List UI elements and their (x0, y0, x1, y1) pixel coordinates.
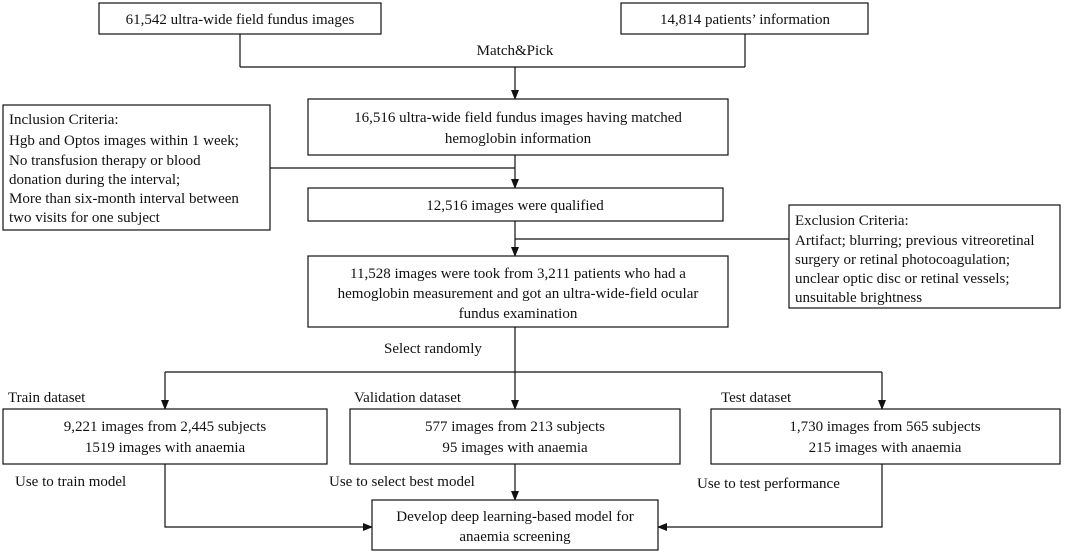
select-randomly-label: Select randomly (384, 341, 482, 357)
fundus-images-box: 61,542 ultra-wide field fundus images (98, 2, 382, 35)
taken-text-line-2: hemoglobin measurement and got an ultra-… (338, 286, 699, 302)
use-test-label: Use to test performance (697, 476, 840, 492)
qualified-box: 12,516 images were qualified (307, 187, 724, 222)
exclusion-line: surgery or retinal photocoagulation; (795, 252, 1010, 268)
test-dataset-label: Test dataset (721, 390, 792, 406)
use-select-label: Use to select best model (329, 474, 475, 490)
validation-text-line-1: 577 images from 213 subjects (425, 419, 605, 435)
inclusion-title: Inclusion Criteria: (9, 112, 119, 128)
model-text-line-1: Develop deep learning-based model for (396, 509, 633, 525)
train-dataset-box: 9,221 images from 2,445 subjects 1519 im… (2, 408, 328, 465)
model-text-line-2: anaemia screening (459, 529, 571, 545)
inclusion-line: More than six-month interval between (9, 191, 239, 207)
train-text-line-2: 1519 images with anaemia (85, 440, 246, 456)
test-text-line-2: 215 images with anaemia (809, 440, 962, 456)
validation-dataset-label: Validation dataset (354, 390, 462, 406)
exclusion-criteria-box: Exclusion Criteria: Artifact; blurring; … (788, 204, 1061, 309)
exclusion-line: Artifact; blurring; previous vitreoretin… (795, 233, 1035, 249)
train-text-line-1: 9,221 images from 2,445 subjects (64, 419, 267, 435)
exclusion-line: unclear optic disc or retinal vessels; (795, 271, 1010, 287)
match-pick-label: Match&Pick (477, 43, 554, 59)
patients-info-box: 14,814 patients’ information (620, 2, 869, 35)
arrow-train-to-model (164, 464, 373, 531)
test-text-line-1: 1,730 images from 565 subjects (789, 419, 980, 435)
exclusion-line: unsuitable brightness (795, 290, 922, 306)
matched-text-line-2: hemoglobin information (445, 131, 592, 147)
taken-text-line-3: fundus examination (459, 306, 578, 322)
matched-box: 16,516 ultra-wide field fundus images ha… (307, 98, 729, 156)
connectors (161, 34, 886, 531)
test-dataset-box: 1,730 images from 565 subjects 215 image… (710, 408, 1061, 465)
matched-text-line-1: 16,516 ultra-wide field fundus images ha… (354, 110, 682, 126)
model-box: Develop deep learning-based model for an… (371, 499, 659, 551)
validation-text-line-2: 95 images with anaemia (442, 440, 588, 456)
use-train-label: Use to train model (15, 474, 126, 490)
inclusion-line: No transfusion therapy or blood (9, 153, 201, 169)
inclusion-criteria-box: Inclusion Criteria: Hgb and Optos images… (2, 104, 271, 231)
fundus-images-text: 61,542 ultra-wide field fundus images (126, 12, 355, 28)
taken-text-line-1: 11,528 images were took from 3,211 patie… (350, 266, 686, 282)
exclusion-title: Exclusion Criteria: (795, 213, 909, 229)
inclusion-line: Hgb and Optos images within 1 week; (9, 133, 239, 149)
inclusion-line: two visits for one subject (9, 210, 161, 226)
qualified-text: 12,516 images were qualified (426, 198, 604, 214)
arrow-test-to-model (657, 464, 883, 531)
train-dataset-label: Train dataset (8, 390, 86, 406)
inclusion-line: donation during the interval; (9, 172, 180, 188)
validation-dataset-box: 577 images from 213 subjects 95 images w… (349, 408, 681, 465)
patients-info-text: 14,814 patients’ information (660, 12, 831, 28)
taken-box: 11,528 images were took from 3,211 patie… (307, 255, 729, 328)
